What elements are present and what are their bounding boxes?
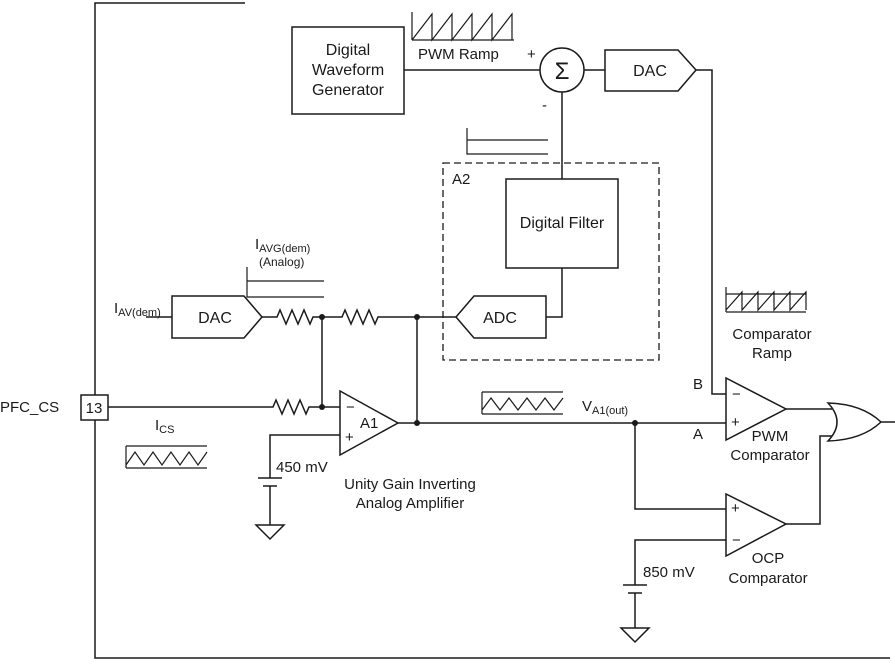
wire-ocp-minus-ref xyxy=(634,539,726,585)
dac-top-label: DAC xyxy=(633,63,667,80)
amplifier-a1-label: A1 xyxy=(360,415,378,432)
adc-label: ADC xyxy=(483,310,517,327)
voltage-450mv-label: 450 mV xyxy=(276,459,328,476)
digital-filter-block xyxy=(505,178,619,269)
digital-filter-label: Digital Filter xyxy=(520,215,605,232)
ocp-comp-minus-pin: − xyxy=(732,532,741,549)
resistor-r3 xyxy=(108,398,340,416)
pwm-comp-minus-pin: − xyxy=(732,386,741,403)
pfc-cs-pin-name: PFC_CS xyxy=(0,399,59,416)
pin-13-box xyxy=(80,394,109,421)
junction-dot xyxy=(414,420,420,426)
adc-block xyxy=(455,295,547,339)
ics-label: ICS xyxy=(155,417,174,436)
summer-plus-sign: + xyxy=(527,46,536,63)
resistor-r1 xyxy=(262,308,322,326)
iavg-analog-label: (Analog) xyxy=(259,255,304,269)
ocp-comparator xyxy=(725,492,788,558)
voltage-850mv-label: 850 mV xyxy=(643,564,695,581)
dac-left-block xyxy=(171,295,263,339)
or-gate xyxy=(826,402,883,442)
ground-symbol-850mv xyxy=(619,627,651,644)
dac-left-label: DAC xyxy=(198,310,232,327)
waveform-generator-label-1: Digital xyxy=(326,42,370,59)
comparator-ramp-label-1: Comparator xyxy=(732,326,811,343)
chip-boundary xyxy=(94,2,890,659)
waveform-generator-label-3: Generator xyxy=(312,82,385,99)
ground-symbol-450mv xyxy=(254,524,286,541)
pwm-ramp-waveform-icon xyxy=(411,12,514,42)
iavg-dem-label: IAVG(dem) xyxy=(255,236,310,255)
amp-description-line-2: Analog Amplifier xyxy=(356,495,464,512)
a2-group-label: A2 xyxy=(452,171,470,188)
pwm-ramp-label: PWM Ramp xyxy=(418,46,499,63)
wire-dac-to-comparator-b xyxy=(696,69,726,395)
ocp-comp-plus-pin: + xyxy=(731,500,740,517)
pwm-comparator-label-2: Comparator xyxy=(730,447,809,464)
amp-a1-plus-pin: + xyxy=(345,429,354,446)
waveform-generator-label-2: Waveform xyxy=(312,62,384,79)
a2-group-boundary xyxy=(442,162,660,361)
amp-a1-minus-pin: − xyxy=(346,399,355,416)
amp-description-line-1: Unity Gain Inverting xyxy=(344,476,476,493)
summer-minus-sign: - xyxy=(542,97,547,114)
wire-va1-to-ocp xyxy=(634,423,726,510)
pin-13-number: 13 xyxy=(86,400,103,417)
iav-dem-label: IAV(dem) xyxy=(114,300,161,319)
node-a-label: A xyxy=(693,426,703,443)
ocp-comparator-label-2: Comparator xyxy=(728,570,807,587)
comparator-ramp-waveform-icon xyxy=(725,287,807,313)
junction-dot xyxy=(319,404,325,410)
filter-output-waveform-icon xyxy=(466,128,548,155)
va1-waveform-icon xyxy=(481,391,564,415)
wire-amp-a1-plus-ref xyxy=(269,434,340,478)
wire-adc-to-filter xyxy=(546,268,563,318)
va1-out-label: VA1(out) xyxy=(582,398,628,417)
iavg-waveform-icon xyxy=(246,267,324,298)
ics-waveform-icon xyxy=(125,445,208,469)
pwm-comp-plus-pin: + xyxy=(731,414,740,431)
summer-symbol: Σ xyxy=(555,58,570,85)
amplifier-a1 xyxy=(339,389,400,457)
dac-top-block xyxy=(604,49,697,92)
pwm-comparator xyxy=(725,376,788,442)
resistor-r2 xyxy=(322,308,456,326)
comparator-ramp-label-2: Ramp xyxy=(752,345,792,362)
wire-ocp-to-or xyxy=(786,435,834,525)
pwm-comparator-label-1: PWM xyxy=(752,428,789,445)
ocp-comparator-label-1: OCP xyxy=(752,550,785,567)
node-b-label: B xyxy=(693,376,703,393)
